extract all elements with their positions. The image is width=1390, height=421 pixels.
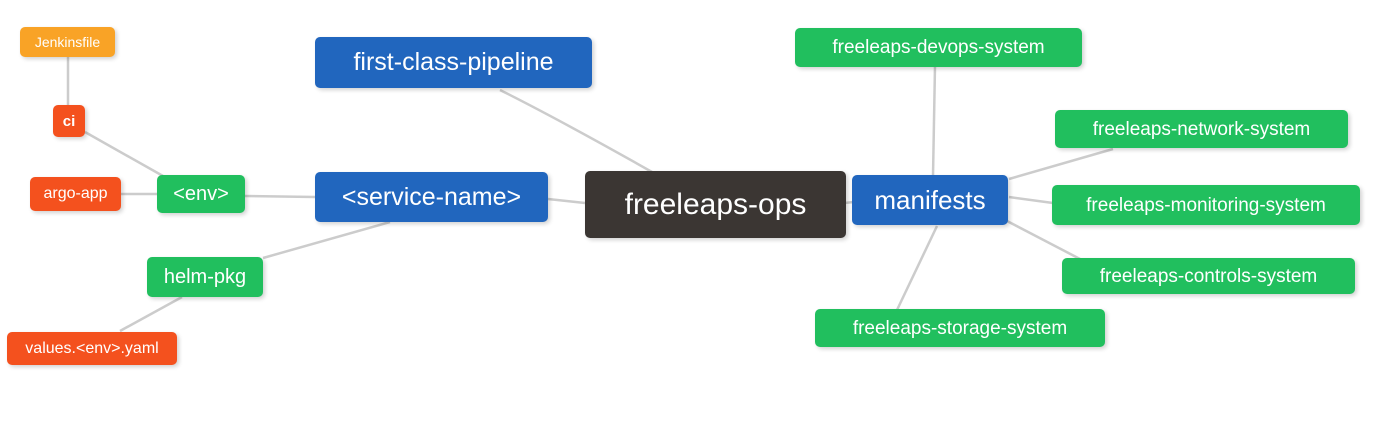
edge-manifests-network	[1008, 147, 1114, 181]
node-freeleaps-controls-system[interactable]: freeleaps-controls-system	[1062, 258, 1355, 294]
edge-manifests-controls	[1006, 219, 1081, 261]
node-values-env-yaml[interactable]: values.<env>.yaml	[7, 332, 177, 365]
edge-helm-values	[119, 295, 183, 333]
node-service-name[interactable]: <service-name>	[315, 172, 548, 222]
node-manifests[interactable]: manifests	[852, 175, 1008, 225]
node-first-class-pipeline[interactable]: first-class-pipeline	[315, 37, 592, 88]
node-ci[interactable]: ci	[53, 105, 85, 137]
node-env[interactable]: <env>	[157, 175, 245, 213]
edge-manifests-monitoring	[1008, 195, 1054, 205]
edge-ops-service	[547, 197, 586, 205]
node-argo-app[interactable]: argo-app	[30, 177, 121, 211]
edge-service-helm-pkg	[262, 220, 391, 260]
node-freeleaps-ops-root[interactable]: freeleaps-ops	[585, 171, 846, 238]
node-helm-pkg[interactable]: helm-pkg	[147, 257, 263, 297]
node-jenkinsfile[interactable]: Jenkinsfile	[20, 27, 115, 57]
edge-manifests-storage	[895, 225, 939, 311]
node-freeleaps-monitoring-system[interactable]: freeleaps-monitoring-system	[1052, 185, 1360, 225]
edge-service-env	[244, 194, 316, 199]
edge-env-ci	[84, 130, 164, 178]
edge-manifests-devops	[931, 65, 937, 177]
node-freeleaps-devops-system[interactable]: freeleaps-devops-system	[795, 28, 1082, 67]
node-freeleaps-network-system[interactable]: freeleaps-network-system	[1055, 110, 1348, 148]
node-freeleaps-storage-system[interactable]: freeleaps-storage-system	[815, 309, 1105, 347]
edge-ops-pipeline	[499, 88, 653, 174]
